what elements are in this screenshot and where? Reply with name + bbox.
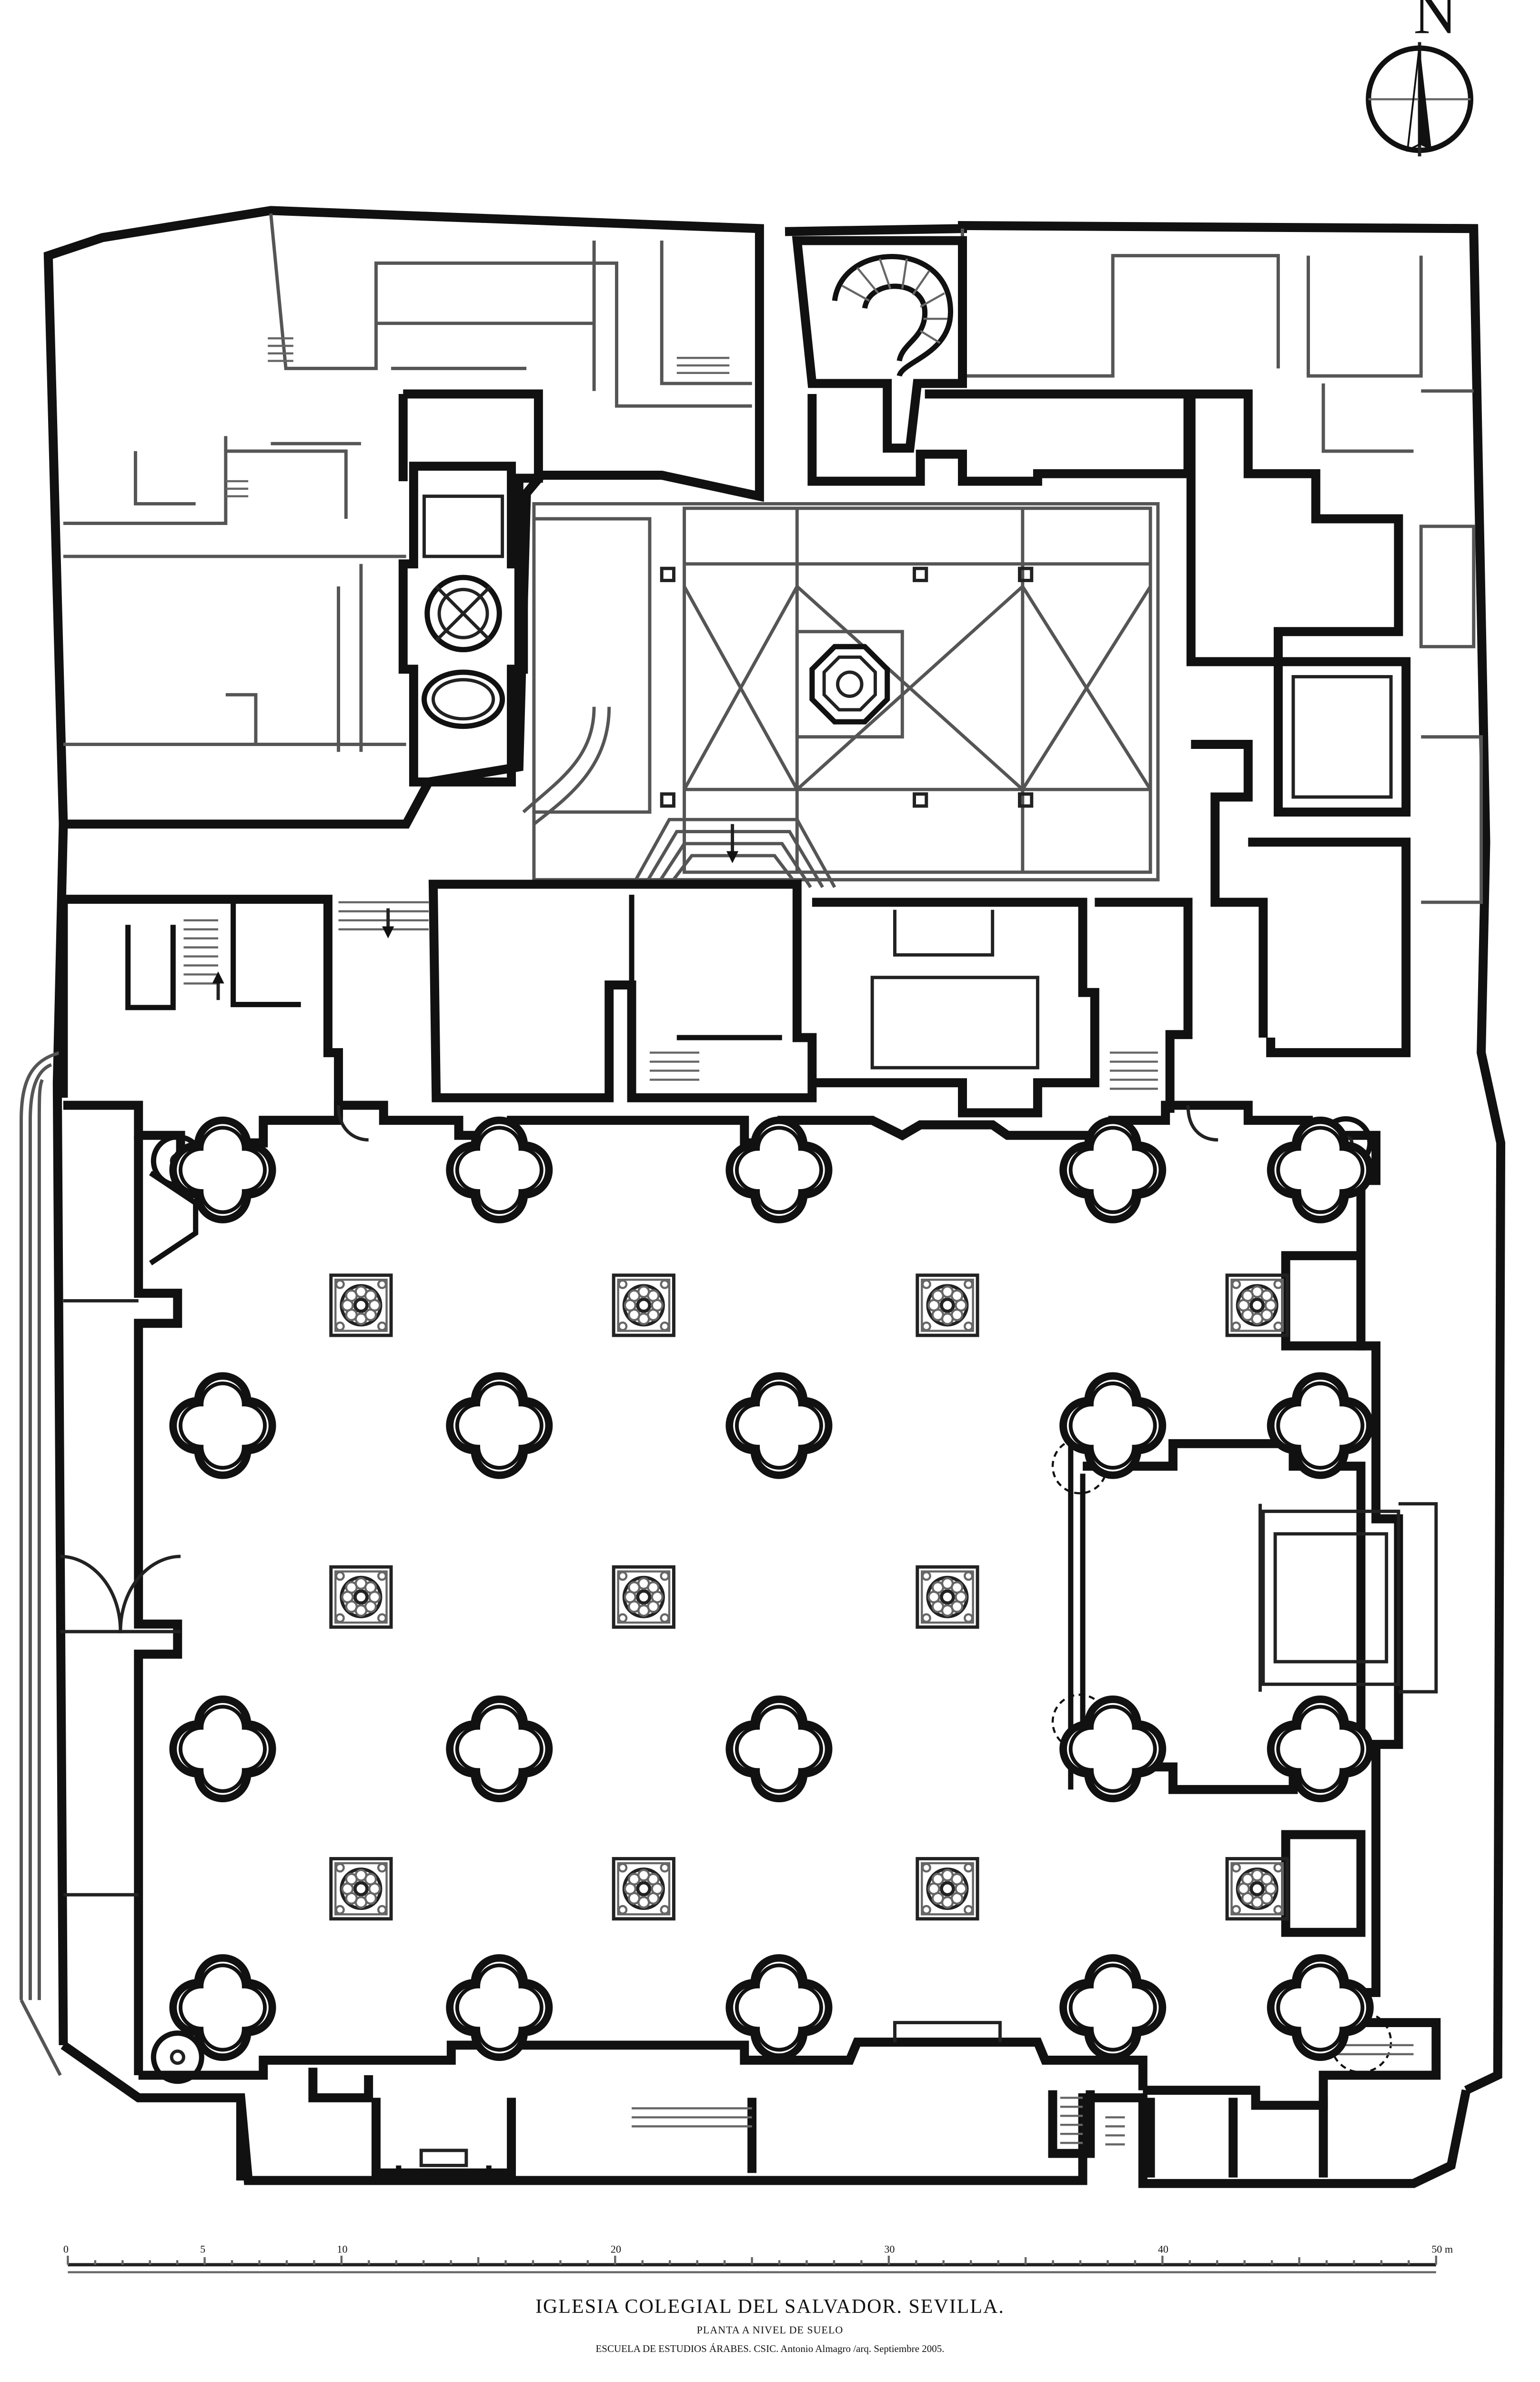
rosette-tile (1225, 1273, 1289, 1337)
quatrefoil-pier (169, 1372, 276, 1479)
chapel-sacramental-west (398, 462, 528, 787)
quatrefoil-pier (1267, 1954, 1374, 2061)
north-buildings (63, 213, 1483, 904)
quatrefoil-pier (1059, 1116, 1167, 1223)
church-walls (60, 1100, 1441, 2110)
drawing-credit: ESCUELA DE ESTUDIOS ÁRABES. CSIC. Antoni… (595, 2343, 945, 2354)
north-arrow-icon: N (1366, 0, 1473, 157)
scale-tick-label: 5 (200, 2243, 205, 2255)
quatrefoil-pier (169, 1696, 276, 1803)
quatrefoil-pier (1267, 1116, 1374, 1223)
quatrefoil-pier (169, 1954, 276, 2061)
scale-tick-label: 20 (611, 2243, 621, 2255)
floor-rosettes (329, 1273, 1289, 1921)
quatrefoil-pier (446, 1116, 553, 1223)
quatrefoil-pier (169, 1116, 276, 1223)
quatrefoil-pier (725, 1954, 833, 2061)
quatrefoil-pier (1059, 1696, 1167, 1803)
scale-tick-label: 50 m (1431, 2243, 1453, 2255)
rosette-tile (916, 1857, 979, 1921)
quatrefoil-pier (725, 1696, 833, 1803)
rosette-tile (916, 1273, 979, 1337)
rosette-tile (612, 1273, 675, 1337)
scale-tick-label: 40 (1158, 2243, 1168, 2255)
rosette-tile (329, 1273, 393, 1337)
rosette-tile (1225, 1857, 1289, 1921)
scale-tick-label: 30 (884, 2243, 895, 2255)
northeast-block-outline (785, 221, 1506, 2095)
middle-dependencies (59, 657, 1411, 1120)
spiral-stair-northeast (792, 236, 967, 453)
scale-tick-label: 10 (337, 2243, 347, 2255)
rosette-tile (612, 1857, 675, 1921)
rosette-tile (916, 1565, 979, 1629)
quatrefoil-pier (725, 1116, 833, 1223)
quatrefoil-pier (446, 1696, 553, 1803)
scale-bar: 0 5 10 20 30 40 50 m (63, 2243, 1453, 2273)
scale-tick-label: 0 (63, 2243, 69, 2255)
quatrefoil-pier (446, 1954, 553, 2061)
drawing-subtitle: PLANTA A NIVEL DE SUELO (696, 2324, 844, 2336)
rosette-tile (329, 1565, 393, 1629)
nave-piers (169, 1116, 1374, 2061)
quatrefoil-pier (1059, 1372, 1167, 1479)
courtyard (522, 502, 1160, 888)
rosette-tile (612, 1565, 675, 1629)
quatrefoil-pier (1059, 1954, 1167, 2061)
northwest-block-outline (43, 206, 764, 829)
rosette-tile (329, 1857, 393, 1921)
drawing-title: IGLESIA COLEGIAL DEL SALVADOR. SEVILLA. (535, 2296, 1005, 2318)
north-letter: N (1414, 0, 1457, 46)
quatrefoil-pier (725, 1372, 833, 1479)
quatrefoil-pier (1267, 1696, 1374, 1803)
quatrefoil-pier (1267, 1372, 1374, 1479)
south-dependencies (236, 2021, 1414, 2183)
quatrefoil-pier (446, 1372, 553, 1479)
